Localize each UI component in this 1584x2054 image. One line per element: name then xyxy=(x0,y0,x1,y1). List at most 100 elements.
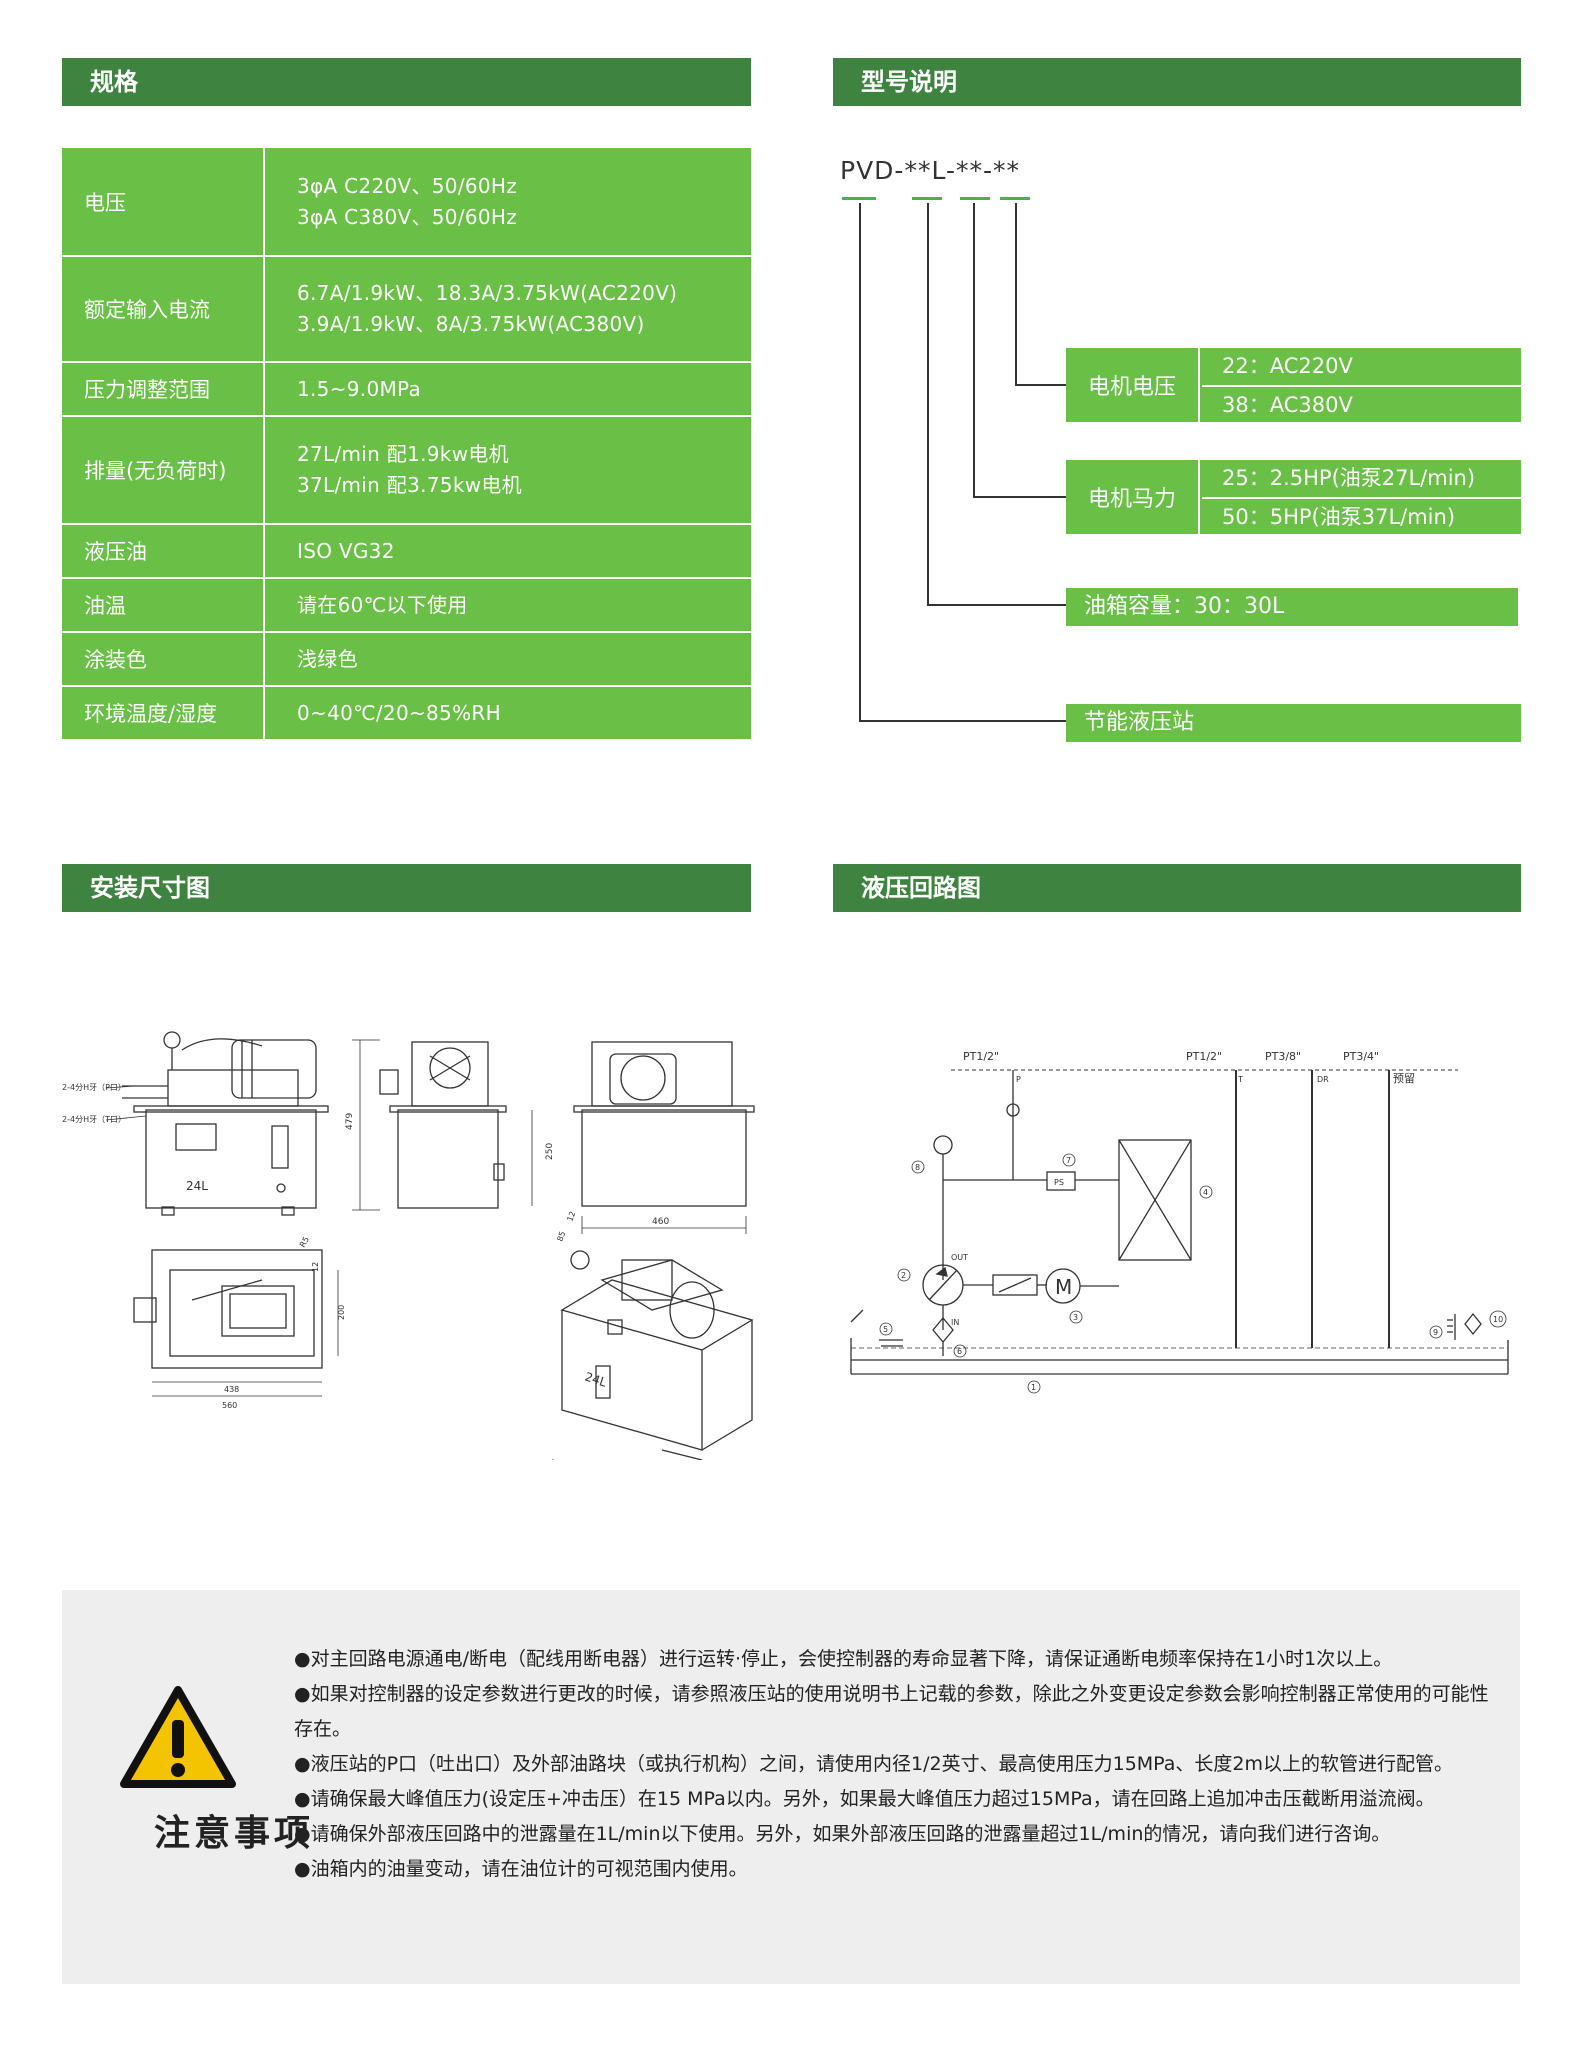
code-underline-4 xyxy=(1000,197,1030,200)
motor-power-option-1: 25：2.5HP(油泵27L/min) xyxy=(1222,466,1476,490)
spec-row: 压力调整范围 1.5~9.0MPa xyxy=(62,362,751,417)
spec-label: 油温 xyxy=(62,578,265,633)
num-10: 10 xyxy=(1493,1315,1503,1324)
code-underline-1 xyxy=(842,197,876,200)
reserve-label: 预留 xyxy=(1393,1072,1415,1085)
warning-icon xyxy=(120,1686,236,1788)
num-7: 7 xyxy=(1066,1156,1071,1165)
motor-power-option-2: 50：5HP(油泵37L/min) xyxy=(1202,497,1521,533)
tank-capacity-box: 油箱容量：30：30L xyxy=(1066,588,1518,626)
dim-12: 12 xyxy=(565,1210,577,1223)
spec-value: 0~40℃/20~85%RH xyxy=(264,686,751,741)
motor-power-label: 电机马力 xyxy=(1066,460,1200,534)
spec-header: 规格 xyxy=(62,58,751,106)
spec-value-line: 1.5~9.0MPa xyxy=(297,376,422,401)
dim-250: 250 xyxy=(545,1143,555,1160)
motor-voltage-box: 电机电压 22：AC220V 38：AC380V xyxy=(1066,348,1521,422)
bracket-tank xyxy=(927,203,1066,606)
spec-value-line: 3φA C380V、50/60Hz xyxy=(297,204,518,229)
num-4: 4 xyxy=(1203,1188,1208,1197)
ps-label: PS xyxy=(1054,1178,1064,1187)
motor-voltage-option-1: 22：AC220V xyxy=(1222,354,1353,378)
spec-value-line: 6.7A/1.9kW、18.3A/3.75kW(AC220V) xyxy=(297,281,678,305)
num-9: 9 xyxy=(1433,1328,1438,1337)
dim-height: 479 xyxy=(345,1113,355,1130)
spec-label: 涂装色 xyxy=(62,632,265,687)
notes-list: ●对主回路电源通电/断电（配线用断电器）进行运转·停止，会使控制器的寿命显著下降… xyxy=(294,1642,1494,1887)
model-header: 型号说明 xyxy=(833,58,1521,106)
spec-value-line: 3φA C220V、50/60Hz xyxy=(297,173,518,198)
port-label-4: PT3/4" xyxy=(1343,1050,1379,1063)
bracket-power xyxy=(973,203,1066,498)
note-item: ●如果对控制器的设定参数进行更改的时候，请参照液压站的使用说明书上记载的参数，除… xyxy=(294,1683,1489,1740)
port-label-1: PT1/2" xyxy=(963,1050,999,1063)
tag-p: P xyxy=(1016,1075,1021,1084)
num-8: 8 xyxy=(915,1163,920,1172)
install-header: 安装尺寸图 xyxy=(62,864,751,912)
notes-panel: 注意事项 ●对主回路电源通电/断电（配线用断电器）进行运转·停止，会使控制器的寿… xyxy=(62,1590,1520,1984)
spec-row: 液压油 ISO VG32 xyxy=(62,524,751,579)
spec-value: 1.5~9.0MPa xyxy=(264,362,751,417)
port-p-label: 2-4分H牙（P口） xyxy=(62,1083,126,1092)
spec-value-line: 浅绿色 xyxy=(297,646,358,671)
note-item: ●对主回路电源通电/断电（配线用断电器）进行运转·停止，会使控制器的寿命显著下降… xyxy=(294,1648,1393,1670)
dim-85: 85 xyxy=(555,1230,567,1243)
notes-title: 注意事项 xyxy=(154,1813,315,1854)
side-view xyxy=(352,1039,507,1211)
num-6: 6 xyxy=(957,1347,962,1356)
num-5: 5 xyxy=(883,1325,888,1334)
tank-mark-front: 24L xyxy=(186,1179,208,1193)
spec-value-line: 请在60℃以下使用 xyxy=(297,592,468,617)
note-item: ●请确保最大峰值压力(设定压+冲击压）在15 MPa以内。另外，如果最大峰值压力… xyxy=(294,1788,1435,1810)
num-3: 3 xyxy=(1073,1313,1078,1322)
port-label-3: PT3/8" xyxy=(1265,1050,1301,1063)
dim-r5: R5 xyxy=(298,1235,311,1249)
spec-row: 电压 3φA C220V、50/60Hz 3φA C380V、50/60Hz xyxy=(62,148,751,257)
tag-dr: DR xyxy=(1317,1075,1329,1084)
spec-value: 3φA C220V、50/60Hz 3φA C380V、50/60Hz xyxy=(264,148,751,257)
note-item: ●请确保外部液压回路中的泄露量在1L/min以下使用。另外，如果外部液压回路的泄… xyxy=(294,1823,1391,1845)
rear-view xyxy=(531,1041,755,1234)
bracket-series xyxy=(859,203,1066,722)
spec-label: 排量(无负荷时) xyxy=(62,416,265,525)
in-label: IN xyxy=(951,1318,959,1327)
series-box: 节能液压站 xyxy=(1066,704,1521,742)
tank-mark-iso: 24L xyxy=(583,1370,609,1390)
note-item: ●液压站的P口（吐出口）及外部油路块（或执行机构）之间，请使用内径1/2英寸、最… xyxy=(294,1753,1454,1775)
circuit-header: 液压回路图 xyxy=(833,864,1521,912)
spec-label: 压力调整范围 xyxy=(62,362,265,417)
spec-label: 液压油 xyxy=(62,524,265,579)
spec-value-line: ISO VG32 xyxy=(297,538,395,563)
code-underline-2 xyxy=(912,197,942,200)
spec-row: 油温 请在60℃以下使用 xyxy=(62,578,751,633)
motor-power-box: 电机马力 25：2.5HP(油泵27L/min) 50：5HP(油泵37L/mi… xyxy=(1066,460,1521,534)
spec-table: 电压 3φA C220V、50/60Hz 3φA C380V、50/60Hz 额定输入… xyxy=(62,148,751,741)
dim-560: 560 xyxy=(222,1401,237,1410)
spec-value: 6.7A/1.9kW、18.3A/3.75kW(AC220V)3.9A/1.9k… xyxy=(264,256,751,363)
dim-460: 460 xyxy=(652,1217,669,1227)
num-1: 1 xyxy=(1031,1383,1036,1392)
spec-label: 额定输入电流 xyxy=(62,256,265,363)
out-label: OUT xyxy=(951,1253,968,1262)
spec-value: 请在60℃以下使用 xyxy=(264,578,751,633)
front-view xyxy=(122,1031,329,1216)
port-label-2: PT1/2" xyxy=(1186,1050,1222,1063)
spec-value: ISO VG32 xyxy=(264,524,751,579)
note-item: ●油箱内的油量变动，请在油位计的可视范围内使用。 xyxy=(294,1858,748,1880)
dim-12b: 12 xyxy=(311,1262,320,1272)
spec-row: 涂装色 浅绿色 xyxy=(62,632,751,687)
spec-label: 电压 xyxy=(62,148,265,257)
motor-voltage-label: 电机电压 xyxy=(1066,348,1200,422)
code-underline-3 xyxy=(960,197,990,200)
tag-t: T xyxy=(1237,1075,1243,1084)
num-2: 2 xyxy=(901,1271,906,1280)
spec-value-line: 0~40℃/20~85%RH xyxy=(297,700,501,725)
model-code: PVD-**L-**-** xyxy=(840,156,1020,185)
motor-voltage-option-2: 38：AC380V xyxy=(1202,385,1521,421)
motor-label: M xyxy=(1055,1275,1072,1299)
port-t-label: 2-4分H牙（T口） xyxy=(62,1115,126,1124)
